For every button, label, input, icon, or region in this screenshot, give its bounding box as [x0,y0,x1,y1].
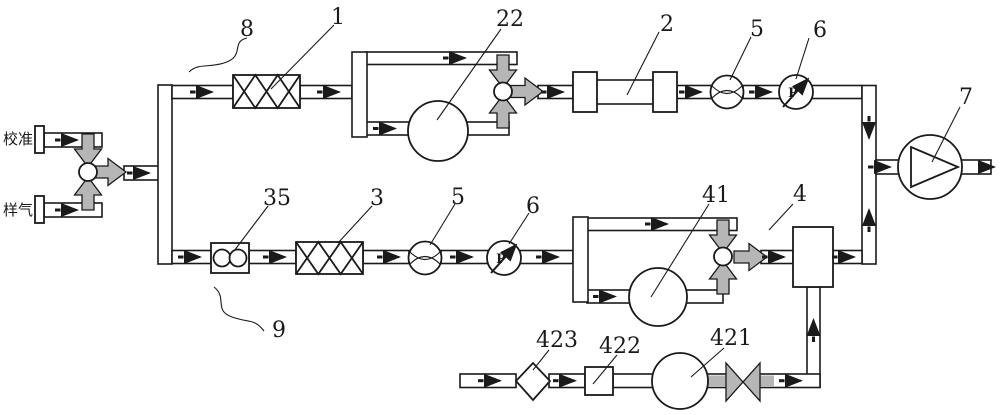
calibration-inlet-cap [34,125,45,154]
part-label-6-top: 6 [813,18,827,43]
part-label-8: 8 [240,17,254,42]
cell-2-flange-right [652,71,678,113]
left-manifold [157,84,173,265]
flow-meter-5-top [709,74,745,110]
valve22-body [493,81,513,102]
heat-exchanger-1-hatch [232,73,301,110]
cell-2-tube [594,79,656,105]
gauge-letter-top: P [788,86,798,101]
part-label-5-bottom: 5 [451,185,465,210]
inlet-label-sample: 样气 [3,201,33,219]
pipe-return-1 [459,373,517,389]
unit-35-ball-left [212,248,232,268]
part-label-1: 1 [331,5,345,30]
pressure-gauge-6-top-arrow [782,77,810,108]
gauge-letter-bottom: P [496,252,506,267]
pipe-return-gray-a [708,375,726,386]
pipe-top-2 [299,84,353,100]
pipe-return-gray-b [760,375,774,386]
pipe-top-5 [811,84,863,100]
part-label-3: 3 [370,186,384,211]
part-label-41: 41 [702,183,730,208]
flow-indicators [55,57,890,383]
leader-lines [188,24,961,385]
pressure-gauge-6-bottom-arrow [490,243,518,274]
shutoff-valve [725,361,761,403]
part-label-9: 9 [272,318,286,343]
part-label-22: 22 [496,7,524,32]
part-label-7: 7 [959,85,973,110]
pipe-bottom-1 [248,249,297,265]
flow-meter-5-bottom [407,240,443,276]
part-label-2: 2 [660,12,674,37]
mix-valve-right-arrow [92,157,127,187]
part-label-421: 421 [710,326,752,351]
pipe-return-3 [612,373,654,389]
flow-meter-5-bottom-arcs [409,251,441,265]
unit-422 [584,366,614,396]
filter-423 [514,361,552,402]
sample-inlet-cap [34,195,45,224]
part-label-35: 35 [263,186,291,211]
part-label-6-bottom: 6 [526,194,540,219]
chamber-22 [407,100,469,162]
flow-meter-5-top-arcs [711,85,743,99]
mix-valve-body [78,162,98,182]
part-label-5-top: 5 [750,17,764,42]
components [34,71,996,410]
unit-35-ball-right [228,248,248,268]
part-label-4: 4 [793,182,807,207]
valve22-right-arrow [509,77,544,106]
pipe-bottom-2 [362,249,410,265]
cell-2-flange-left [572,71,598,113]
chamber-421 [651,352,709,410]
chamber-41 [628,267,688,327]
part-label-422: 422 [599,334,641,359]
piping-network [43,51,992,389]
loop22-top-branch [365,51,518,66]
loop22-header [351,51,368,138]
junction-box-4 [792,226,834,288]
part-label-423: 423 [536,328,578,353]
heat-exchanger-3-hatch [295,240,364,276]
loop41-header [572,216,589,303]
right-manifold [861,84,877,265]
part-labels: 校准 样气 8 1 22 2 5 6 7 35 3 9 5 6 41 4 423… [3,5,973,359]
pipe-bottom-4 [519,249,574,265]
inlet-label-calibration: 校准 [3,130,33,148]
valve41-body [713,246,733,267]
